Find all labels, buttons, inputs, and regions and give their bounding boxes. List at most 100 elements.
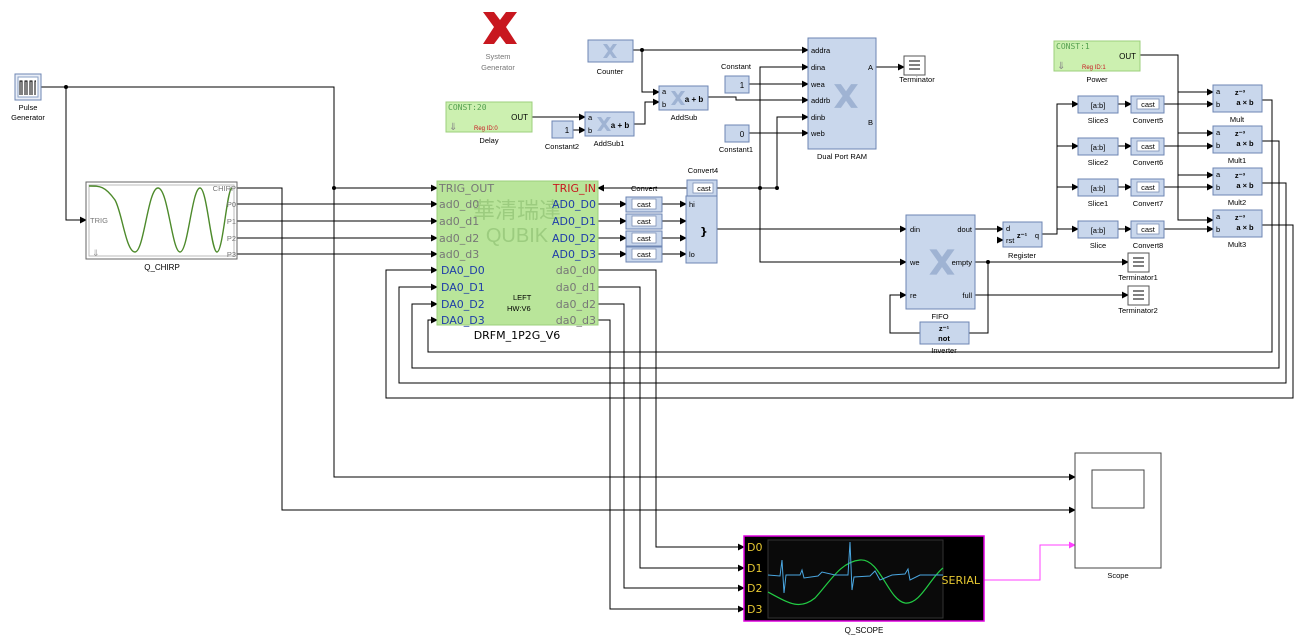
pulse-generator-block[interactable]: Pulse Generator: [11, 73, 45, 122]
svg-text:0: 0: [740, 130, 745, 139]
svg-text:AD0_D0: AD0_D0: [552, 198, 596, 211]
svg-text:AddSub: AddSub: [671, 113, 698, 122]
svg-text:dina: dina: [811, 63, 826, 72]
svg-text:Mult3: Mult3: [1228, 240, 1246, 249]
svg-text:ad0_d2: ad0_d2: [439, 232, 479, 245]
constant-block[interactable]: Constant 1: [721, 62, 752, 94]
svg-text:Convert6: Convert6: [1133, 158, 1163, 167]
system-generator-logo[interactable]: System Generator: [481, 12, 517, 72]
svg-text:1: 1: [740, 81, 745, 90]
svg-text:cast: cast: [637, 250, 652, 259]
svg-text:Slice2: Slice2: [1088, 158, 1108, 167]
svg-text:Q_SCOPE: Q_SCOPE: [845, 626, 884, 635]
svg-text:OUT: OUT: [511, 113, 528, 122]
svg-text:ad0_d0: ad0_d0: [439, 198, 479, 211]
svg-text:System: System: [485, 52, 510, 61]
inverter-block[interactable]: z⁻¹ not Inverter: [919, 321, 970, 355]
svg-text:P2: P2: [227, 234, 236, 243]
svg-text:b: b: [1216, 183, 1220, 192]
slice-blocks[interactable]: [a:b] Slice3 [a:b] Slice2 [a:b] Slice1 […: [1077, 95, 1119, 250]
svg-text:b: b: [662, 100, 666, 109]
svg-text:Terminator: Terminator: [899, 75, 935, 84]
svg-text:D3: D3: [747, 603, 762, 616]
svg-text:HW:V6: HW:V6: [507, 304, 531, 313]
svg-text:da0_d0: da0_d0: [556, 264, 596, 277]
svg-text:cast: cast: [637, 217, 652, 226]
svg-text:Mult1: Mult1: [1228, 156, 1246, 165]
drfm-block[interactable]: 華清瑞達 QUBIK LEFT HW:V6 TRIG_OUT ad0_d0 ad…: [436, 180, 599, 342]
q-chirp-block[interactable]: TRIG CHIRP P0 P1 P2 P3 ⇓ Q_CHIRP: [85, 181, 238, 272]
svg-text:Counter: Counter: [597, 67, 624, 76]
svg-text:SERIAL: SERIAL: [942, 574, 981, 587]
svg-text:a × b: a × b: [1236, 139, 1254, 148]
constant2-block[interactable]: 1 Constant2: [545, 120, 579, 151]
svg-text:[a:b]: [a:b]: [1091, 101, 1106, 110]
convert-blocks[interactable]: cast Convert5 cast Convert6 cast Convert…: [1130, 95, 1165, 250]
convert4-block[interactable]: Convert Convert4 cast: [631, 166, 718, 197]
svg-text:Power: Power: [1086, 75, 1108, 84]
ad0-cast-blocks[interactable]: cast cast cast cast: [625, 196, 663, 263]
svg-text:hi: hi: [689, 200, 695, 209]
concat-block[interactable]: hi lo }: [685, 195, 718, 264]
svg-text:q: q: [1035, 231, 1039, 240]
svg-text:ad0_d3: ad0_d3: [439, 248, 479, 261]
svg-text:Reg ID:0: Reg ID:0: [474, 126, 498, 132]
svg-text:z⁻³: z⁻³: [1235, 88, 1246, 97]
svg-text:din: din: [910, 225, 920, 234]
svg-text:QUBIK: QUBIK: [486, 225, 549, 247]
addsub1-block[interactable]: a b a + b AddSub1: [584, 111, 635, 148]
constant1-block[interactable]: 0 Constant1: [719, 124, 753, 154]
down-arrow-icon: ⇓: [1057, 61, 1065, 72]
svg-text:P1: P1: [227, 217, 236, 226]
down-arrow-icon: ⇓: [92, 248, 100, 258]
svg-text:[a:b]: [a:b]: [1091, 226, 1106, 235]
addsub-block[interactable]: a b a + b AddSub: [658, 85, 709, 122]
svg-text:Scope: Scope: [1107, 571, 1128, 580]
svg-text:a: a: [588, 113, 593, 122]
svg-text:not: not: [938, 334, 950, 343]
svg-text:b: b: [1216, 225, 1220, 234]
svg-text:Mult2: Mult2: [1228, 198, 1246, 207]
svg-text:Delay: Delay: [479, 136, 498, 145]
svg-text:d: d: [1006, 224, 1010, 233]
counter-block[interactable]: Counter: [587, 39, 634, 76]
terminator2-block[interactable]: Terminator2: [1118, 285, 1158, 315]
svg-text:DA0_D2: DA0_D2: [441, 298, 485, 311]
svg-text:AD0_D3: AD0_D3: [552, 248, 596, 261]
mult-blocks[interactable]: ab z⁻³ a × b Mult ab z⁻³ a × b Mult1 ab …: [1212, 84, 1263, 249]
scope-block[interactable]: Scope: [1074, 452, 1162, 580]
svg-text:cast: cast: [1141, 100, 1156, 109]
pulse-icon: [19, 80, 36, 95]
register-block[interactable]: d rst z⁻¹ q Register: [1002, 221, 1043, 260]
svg-text:a × b: a × b: [1236, 181, 1254, 190]
svg-text:rst: rst: [1006, 236, 1015, 245]
svg-text:P3: P3: [227, 250, 236, 259]
svg-text:Dual Port RAM: Dual Port RAM: [817, 152, 867, 161]
svg-text:a: a: [1216, 128, 1221, 137]
power-gateway-block[interactable]: CONST:1 Reg ID:1 OUT ⇓ Power: [1053, 40, 1141, 84]
svg-text:we: we: [909, 258, 920, 267]
svg-text:z⁻¹: z⁻¹: [1017, 231, 1028, 240]
svg-text:cast: cast: [1141, 183, 1156, 192]
svg-text:cast: cast: [697, 184, 712, 193]
q-scope-blue-trace: [767, 541, 943, 594]
svg-text:OUT: OUT: [1119, 52, 1136, 61]
svg-text:ad0_d1: ad0_d1: [439, 215, 479, 228]
terminator1-block[interactable]: Terminator1: [1118, 252, 1158, 282]
q-scope-block[interactable]: D0 D1 D2 D3 SERIAL Q_SCOPE: [743, 535, 985, 635]
dual-port-ram-block[interactable]: addra dina wea addrb dinb web A B Dual P…: [807, 37, 877, 161]
svg-text:1: 1: [565, 126, 570, 135]
fifo-block[interactable]: din we re dout empty full FIFO: [905, 214, 976, 321]
svg-text:wea: wea: [810, 80, 826, 89]
svg-text:b: b: [1216, 100, 1220, 109]
svg-text:dinb: dinb: [811, 113, 825, 122]
svg-text:web: web: [810, 129, 825, 138]
svg-text:a × b: a × b: [1236, 223, 1254, 232]
svg-text:Constant2: Constant2: [545, 142, 579, 151]
svg-text:z⁻³: z⁻³: [1235, 213, 1246, 222]
svg-text:AD0_D2: AD0_D2: [552, 232, 596, 245]
svg-text:[a:b]: [a:b]: [1091, 143, 1106, 152]
terminator-block[interactable]: Terminator: [899, 55, 935, 84]
delay-gateway-block[interactable]: CONST:20 Reg ID:0 OUT ⇓ Delay: [445, 101, 533, 145]
